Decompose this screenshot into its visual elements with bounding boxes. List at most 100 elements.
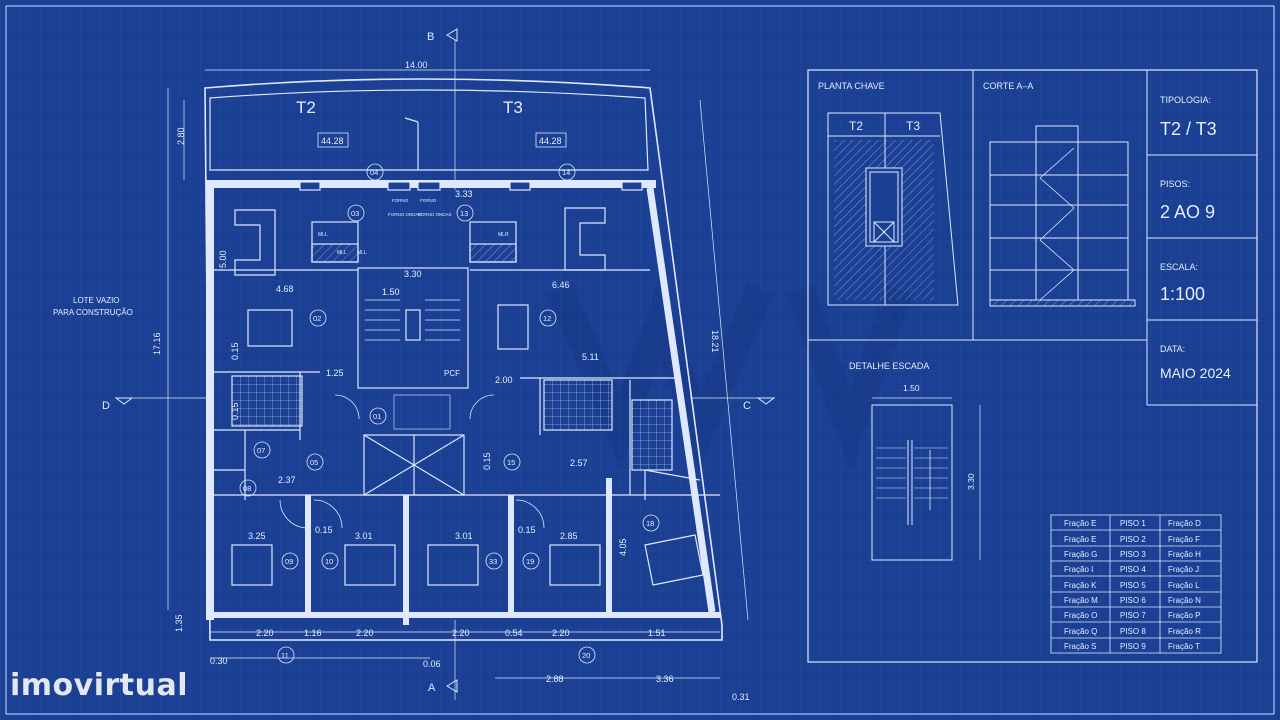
dim-b4: 2.20	[452, 628, 470, 638]
dim-330: 3.30	[404, 269, 422, 279]
dim-b6: 2.20	[552, 628, 570, 638]
info-value-floors: 2 AO 9	[1160, 202, 1215, 222]
dim-left-top: 2.80	[176, 127, 186, 145]
fraction-cell: Fração F	[1168, 535, 1200, 544]
dim-bl: 0.30	[210, 656, 228, 666]
dim-br1: 2.88	[546, 674, 564, 684]
dim-301a: 3.01	[355, 531, 373, 541]
dim-301b: 3.01	[455, 531, 473, 541]
room-04: 04	[370, 168, 378, 177]
dim-top: 14.00	[405, 60, 428, 70]
fraction-cell: Fração K	[1064, 581, 1097, 590]
room-18: 18	[646, 519, 654, 528]
dim-b7: 1.51	[648, 628, 666, 638]
dim-257: 2.57	[570, 458, 588, 468]
fraction-cell: Fração H	[1168, 550, 1201, 559]
dim-405: 4.05	[618, 538, 628, 556]
sheet-border	[5, 5, 1275, 715]
mll-label-1: MLL	[318, 232, 328, 238]
fraction-cell: Fração L	[1168, 581, 1200, 590]
dim-br2: 3.36	[656, 674, 674, 684]
sofa-left	[234, 209, 276, 276]
bed-18	[644, 534, 704, 586]
fraction-cell: Fração I	[1064, 565, 1093, 574]
key-plan-panel	[807, 69, 1258, 663]
bathroom-left	[231, 375, 303, 427]
fraction-cell: Fração Q	[1064, 627, 1097, 636]
dim-125: 1.25	[326, 368, 344, 378]
mlr-label: MLR	[498, 232, 509, 238]
dim-200: 2.00	[495, 375, 513, 385]
dim-150: 1.50	[382, 287, 400, 297]
info-value-date: MAIO 2024	[1160, 365, 1231, 381]
stair-detail-title: DETALHE ESCADA	[849, 361, 929, 371]
dim-b1: 2.20	[256, 628, 274, 638]
fraction-cell: Fração D	[1168, 519, 1201, 528]
fraction-cell: Fração G	[1064, 550, 1097, 559]
dim-015b: 0.15	[518, 525, 536, 535]
stair-width: 1.50	[903, 383, 920, 393]
room-03: 03	[351, 209, 359, 218]
room-numbers	[239, 163, 660, 664]
area-right: 44.28	[539, 136, 562, 146]
mll-label-3: MLL	[357, 250, 367, 256]
room-number-labels: 01 02 03 04 05 07 08 09 10 11 12 13 14 1…	[243, 168, 654, 660]
dim-left-bottom: 1.35	[174, 614, 184, 632]
empty-lot-label-2: PARA CONSTRUÇÃO	[53, 308, 133, 317]
fraction-cell: Fração E	[1064, 535, 1096, 544]
bathroom-right-small	[631, 399, 673, 471]
room-14: 14	[562, 168, 570, 177]
fraction-cell: PISO 6	[1120, 596, 1146, 605]
info-label-floors: PISOS:	[1160, 179, 1190, 189]
fraction-cell: PISO 8	[1120, 627, 1146, 636]
unit-label-t3: T3	[503, 98, 523, 117]
dim-333: 3.33	[455, 189, 473, 199]
room-02: 02	[313, 314, 321, 323]
dim-b3: 2.20	[356, 628, 374, 638]
empty-lot-label-1: LOTE VAZIO	[73, 296, 120, 305]
fraction-cell: PISO 5	[1120, 581, 1146, 590]
room-09: 09	[285, 557, 293, 566]
fraction-table: Fração E PISO 1 Fração D Fração E PISO 2…	[1064, 519, 1201, 651]
dim-511: 5.11	[582, 352, 599, 362]
fraction-cell: Fração P	[1168, 611, 1200, 620]
panel-labels: PLANTA CHAVE T2 T3 CORTE A–A DETALHE ESC…	[818, 81, 1231, 490]
dim-237: 2.37	[278, 475, 296, 485]
dim-646: 6.46	[552, 280, 570, 290]
dining-table-left	[247, 309, 293, 347]
room-10: 10	[325, 557, 333, 566]
fraction-cell: Fração J	[1168, 565, 1199, 574]
key-plan-t3: T3	[906, 119, 920, 133]
forno-label-1: FORNO	[392, 198, 409, 203]
room-07: 07	[257, 446, 265, 455]
room-01: 01	[373, 412, 381, 421]
fraction-cell: Fração M	[1064, 596, 1098, 605]
fraction-cell: PISO 2	[1120, 535, 1146, 544]
fraction-cell: PISO 3	[1120, 550, 1146, 559]
dining-table-right	[497, 304, 529, 350]
info-label-typology: TIPOLOGIA:	[1160, 95, 1211, 105]
room-12: 12	[543, 314, 551, 323]
section-mark-b: B	[427, 31, 434, 43]
dim-015c: 0.15	[482, 452, 492, 470]
room-20: 20	[582, 651, 590, 660]
dim-left-small: 0.15	[230, 342, 240, 360]
room-19: 19	[526, 557, 534, 566]
dim-bm: 0.06	[423, 659, 441, 669]
floor-plan	[130, 40, 760, 700]
info-label-date: DATA:	[1160, 344, 1185, 354]
mll-label-2: MLL	[337, 250, 347, 256]
plan-labels: T2 T3 B A D C LOTE VAZIO PARA CONSTRUÇÃO…	[53, 28, 776, 702]
room-13: 13	[460, 209, 468, 218]
bed-19	[549, 544, 601, 586]
fraction-cell: Fração R	[1168, 627, 1201, 636]
section-mark-c: C	[743, 400, 751, 412]
fraction-cell: Fração E	[1064, 519, 1096, 528]
dim-325: 3.25	[248, 531, 266, 541]
dim-left-mid: 5.00	[218, 250, 228, 268]
dim-468: 4.68	[276, 284, 294, 294]
forno-label-2: FORNO	[420, 198, 437, 203]
info-value-scale: 1:100	[1160, 284, 1205, 304]
room-15: 15	[507, 458, 515, 467]
